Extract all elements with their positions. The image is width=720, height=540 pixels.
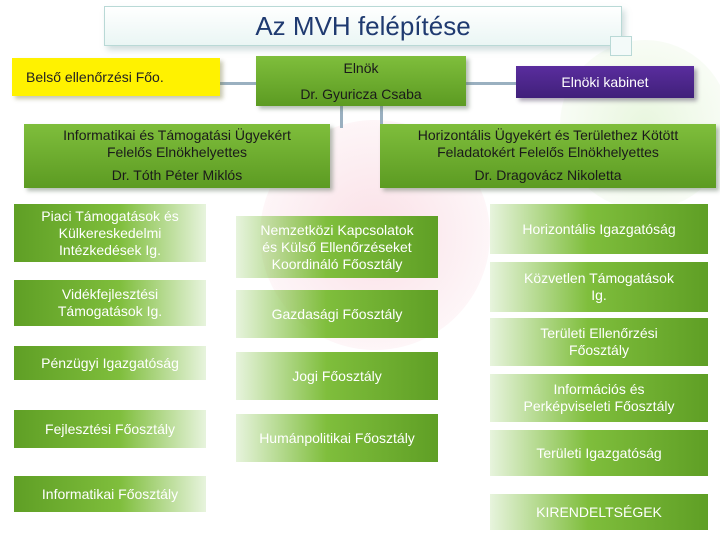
org-unit-label: Információs és — [553, 381, 645, 397]
org-unit-label: Koordináló Főosztály — [271, 255, 403, 272]
org-unit-label: Vidékfejlesztési — [61, 286, 159, 302]
org-unit-box: Horizontális Igazgatóság — [490, 204, 708, 254]
title-decoration — [610, 36, 632, 56]
org-unit-box: Humánpolitikai Főosztály — [236, 414, 438, 462]
org-unit-label: Horizontális Igazgatóság — [522, 220, 676, 237]
org-unit-box: Jogi Főosztály — [236, 352, 438, 400]
org-unit-box: KIRENDELTSÉGEK — [490, 494, 708, 530]
president-title: Elnök — [343, 60, 379, 76]
connector-line — [340, 106, 343, 128]
vice-left-line1: Informatikai és Támogatási Ügyekért — [63, 127, 291, 143]
vice-right-line2: Feladatokért Felelős Elnökhelyettes — [437, 144, 659, 160]
org-unit-box: Közvetlen Támogatások Ig. — [490, 262, 708, 312]
org-unit-box: Nemzetközi Kapcsolatok és Külső Ellenőrz… — [236, 216, 438, 278]
org-unit-label: Területi Ellenőrzési — [540, 325, 658, 341]
org-unit-label: Főosztály — [569, 342, 629, 358]
org-unit-box: Gazdasági Főosztály — [236, 290, 438, 338]
org-unit-label: Intézkedések Ig. — [59, 241, 161, 258]
org-unit-label: Fejlesztési Főosztály — [45, 420, 175, 437]
cabinet-box: Elnöki kabinet — [516, 66, 694, 98]
president-name: Dr. Gyuricza Csaba — [300, 86, 422, 102]
president-box: Elnök Dr. Gyuricza Csaba — [256, 56, 466, 106]
org-unit-label: KIRENDELTSÉGEK — [536, 503, 662, 520]
org-unit-label: Közvetlen Támogatások — [524, 270, 674, 286]
vice-president-left-box: Informatikai és Támogatási Ügyekért Fele… — [24, 124, 330, 188]
org-unit-label: Területi Igazgatóság — [536, 444, 662, 461]
connector-line — [220, 82, 258, 85]
vice-left-line2: Felelős Elnökhelyettes — [106, 144, 248, 160]
org-unit-box: Területi Igazgatóság — [490, 430, 708, 476]
org-unit-label: Jogi Főosztály — [292, 367, 382, 384]
internal-audit-label: Belső ellenőrzési Főo. — [26, 68, 164, 85]
org-unit-label: és Külső Ellenőrzéseket — [262, 238, 412, 255]
org-unit-label: Támogatások Ig. — [57, 303, 163, 319]
page-title: Az MVH felépítése — [104, 6, 622, 46]
vice-president-right-box: Horizontális Ügyekért és Területhez Kötö… — [380, 124, 716, 188]
vice-right-name: Dr. Dragovácz Nikoletta — [474, 167, 622, 183]
connector-line — [466, 82, 516, 85]
org-unit-label: Külkereskedelmi — [58, 224, 162, 241]
org-unit-box: Vidékfejlesztési Támogatások Ig. — [14, 280, 206, 326]
vice-right-line1: Horizontális Ügyekért és Területhez Kötö… — [417, 127, 679, 143]
org-unit-label: Gazdasági Főosztály — [271, 305, 403, 322]
org-unit-box: Informatikai Főosztály — [14, 476, 206, 512]
org-unit-box: Fejlesztési Főosztály — [14, 410, 206, 448]
org-unit-label: Ig. — [591, 287, 607, 303]
connector-line — [380, 106, 383, 128]
org-unit-box: Területi Ellenőrzési Főosztály — [490, 318, 708, 366]
org-unit-box: Információs és Perképviseleti Főosztály — [490, 374, 708, 422]
org-unit-label: Piaci Támogatások és — [41, 207, 179, 224]
vice-left-name: Dr. Tóth Péter Miklós — [111, 167, 243, 183]
org-unit-label: Humánpolitikai Főosztály — [259, 429, 415, 446]
org-unit-label: Pénzügyi Igazgatóság — [41, 354, 179, 371]
cabinet-label: Elnöki kabinet — [561, 73, 649, 90]
org-unit-box: Piaci Támogatások és Külkereskedelmi Int… — [14, 204, 206, 262]
internal-audit-box: Belső ellenőrzési Főo. — [12, 58, 220, 96]
org-unit-label: Informatikai Főosztály — [41, 485, 179, 502]
org-unit-label: Nemzetközi Kapcsolatok — [260, 221, 414, 238]
org-unit-box: Pénzügyi Igazgatóság — [14, 346, 206, 380]
org-unit-label: Perképviseleti Főosztály — [523, 398, 675, 414]
